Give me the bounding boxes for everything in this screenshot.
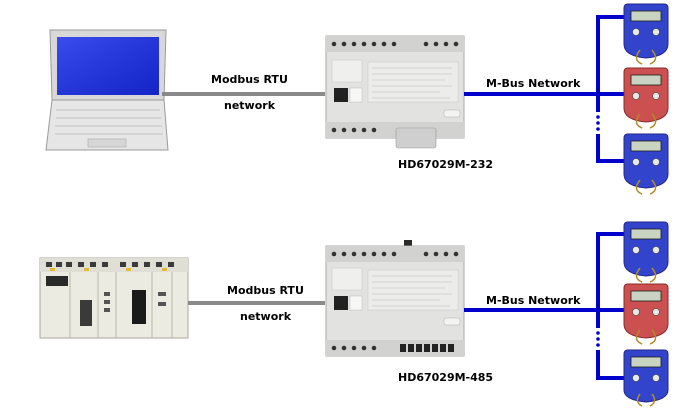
meter-icon <box>623 133 669 195</box>
rtu-label-top-line2: network <box>224 99 276 112</box>
meter-icon <box>623 3 669 65</box>
mbus-label-top: M-Bus Network <box>486 77 581 90</box>
rtu-label-bottom-line1: Modbus RTU <box>227 284 304 297</box>
laptop-icon <box>45 29 169 151</box>
rtu-label-top-line1: Modbus RTU <box>211 73 288 86</box>
meter-icon <box>623 221 669 283</box>
mbus-continuation-dots-bottom <box>596 331 600 347</box>
gateway-device-top <box>325 35 465 149</box>
mbus-continuation-dots-top <box>596 115 600 131</box>
meter-icon <box>623 67 669 129</box>
meter-icon <box>623 349 669 407</box>
meter-icon <box>623 283 669 345</box>
mbus-label-bottom: M-Bus Network <box>486 294 581 307</box>
mbus-bus-top <box>596 15 628 163</box>
rtu-label-bottom-line2: network <box>240 310 292 323</box>
plc-icon <box>39 257 189 339</box>
gateway-model-bottom: HD67029M-485 <box>398 371 493 384</box>
gateway-device-bottom <box>325 240 465 357</box>
mbus-bus-bottom <box>596 232 628 380</box>
gateway-model-top: HD67029M-232 <box>398 158 493 171</box>
